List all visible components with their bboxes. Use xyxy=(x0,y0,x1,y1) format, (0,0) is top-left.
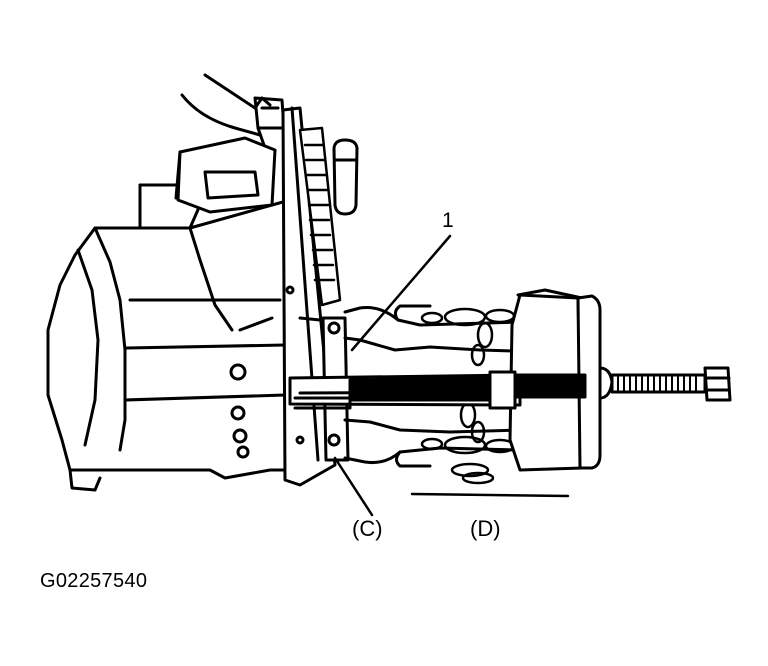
callout-d-label: (D) xyxy=(470,516,501,541)
end-cover xyxy=(174,136,277,214)
mounting-bracket xyxy=(180,73,286,137)
shaft xyxy=(288,370,522,410)
threaded-bolt xyxy=(513,366,732,402)
figure-id: G02257540 xyxy=(40,570,148,592)
chain-vertical xyxy=(450,321,495,485)
gear-teeth xyxy=(298,126,342,307)
callout-1-label: 1 xyxy=(442,209,454,232)
leader-lines xyxy=(333,234,570,517)
gear-hub xyxy=(332,138,359,216)
callout-c-label: (C) xyxy=(352,516,383,541)
puller-end-plate xyxy=(576,294,602,470)
